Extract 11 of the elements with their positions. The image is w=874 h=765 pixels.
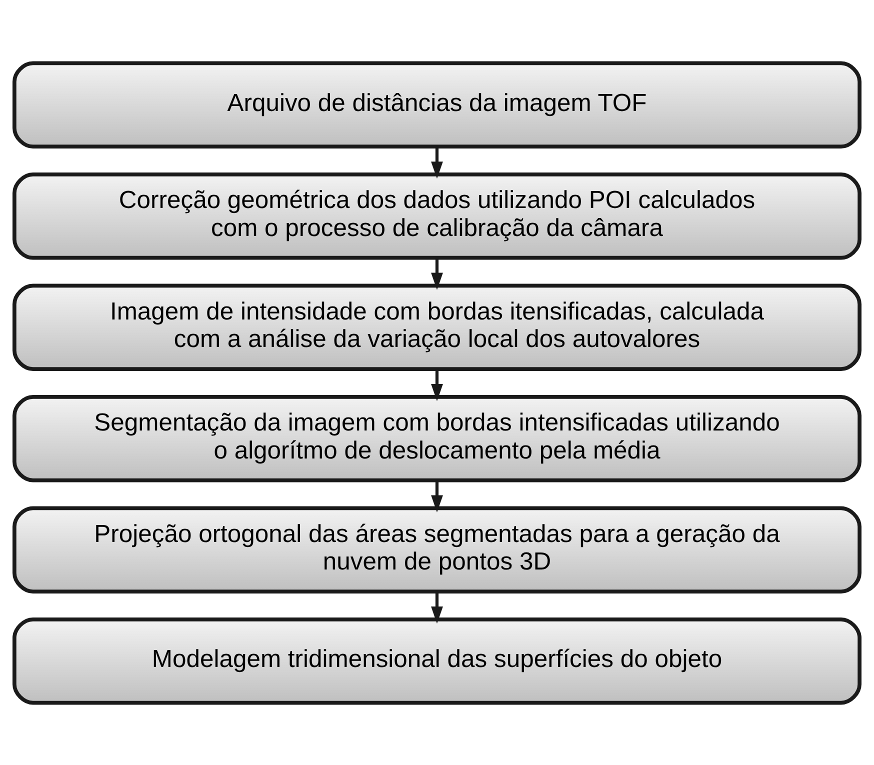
node-box: Modelagem tridimensional das superfícies do objeto	[12, 616, 862, 704]
arrow	[431, 257, 443, 290]
node-box: Correção geométrica dos dados utilizando POI calculados com o processo de calibração da câmara	[12, 172, 862, 260]
node-box: Imagem de intensidade com bordas itensificadas, calculada com a análise da variação local dos autovalores	[12, 283, 862, 371]
arrow	[431, 480, 443, 512]
node-box: Arquivo de distâncias da imagem TOF	[12, 60, 862, 148]
node-box: Segmentação da imagem com bordas intensificadas utilizando o algorítmo de deslocamento pela média	[12, 394, 862, 482]
node-box: Projeção ortogonal das áreas segmentadas para a geração da nuvem de pontos 3D	[12, 506, 862, 594]
arrow	[431, 368, 443, 401]
arrow	[431, 146, 443, 178]
arrow	[431, 591, 443, 624]
